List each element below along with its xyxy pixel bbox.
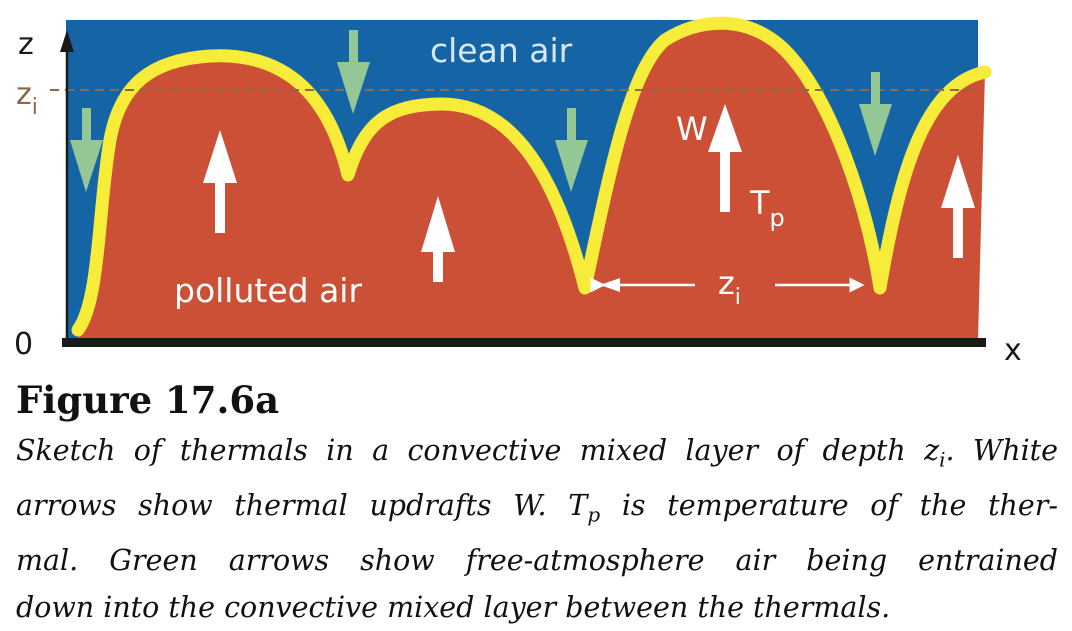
updraft-arrows — [203, 104, 975, 282]
zi-spacing-arrowhead-left — [600, 278, 620, 292]
updraft-arrow — [708, 104, 742, 212]
caption-line-1: Sketch of thermals in a convective mixed… — [16, 434, 1059, 472]
zi-spacing-label: zi — [718, 264, 741, 310]
clean-air-label: clean air — [430, 31, 573, 70]
w-label: W — [676, 110, 708, 148]
figure-caption: Sketch of thermals in a convective mixed… — [16, 428, 1058, 631]
polluted-air-region — [78, 23, 985, 341]
thermal-boundary-line — [71, 16, 992, 337]
zi-label: zi — [16, 77, 38, 120]
entrainment-arrows — [70, 30, 892, 192]
x-axis-label: x — [1004, 333, 1022, 368]
origin-label: 0 — [14, 327, 33, 362]
figure-title: Figure 17.6a — [16, 378, 280, 422]
tp-label: Tp — [749, 184, 785, 232]
x-axis — [62, 338, 986, 347]
caption-line-3: mal. Green arrows show free-atmosphere a… — [16, 544, 1058, 578]
polluted-air-label: polluted air — [174, 271, 362, 310]
updraft-arrow — [421, 196, 455, 282]
entrainment-arrow — [859, 72, 892, 156]
updraft-arrow — [203, 130, 237, 233]
entrainment-arrow — [70, 108, 103, 192]
entrainment-arrow — [555, 108, 588, 192]
caption-line-2: arrows show thermal updrafts W. Tp is te… — [16, 489, 1058, 527]
caption-line-4: down into the convective mixed layer bet… — [16, 590, 891, 624]
updraft-arrow — [941, 155, 975, 258]
entrainment-arrow — [337, 30, 370, 114]
thermals-diagram: z x 0 zi clean air polluted air W Tp zi — [14, 16, 1022, 368]
z-axis-arrowhead — [60, 30, 74, 52]
z-axis-label: z — [18, 27, 34, 62]
